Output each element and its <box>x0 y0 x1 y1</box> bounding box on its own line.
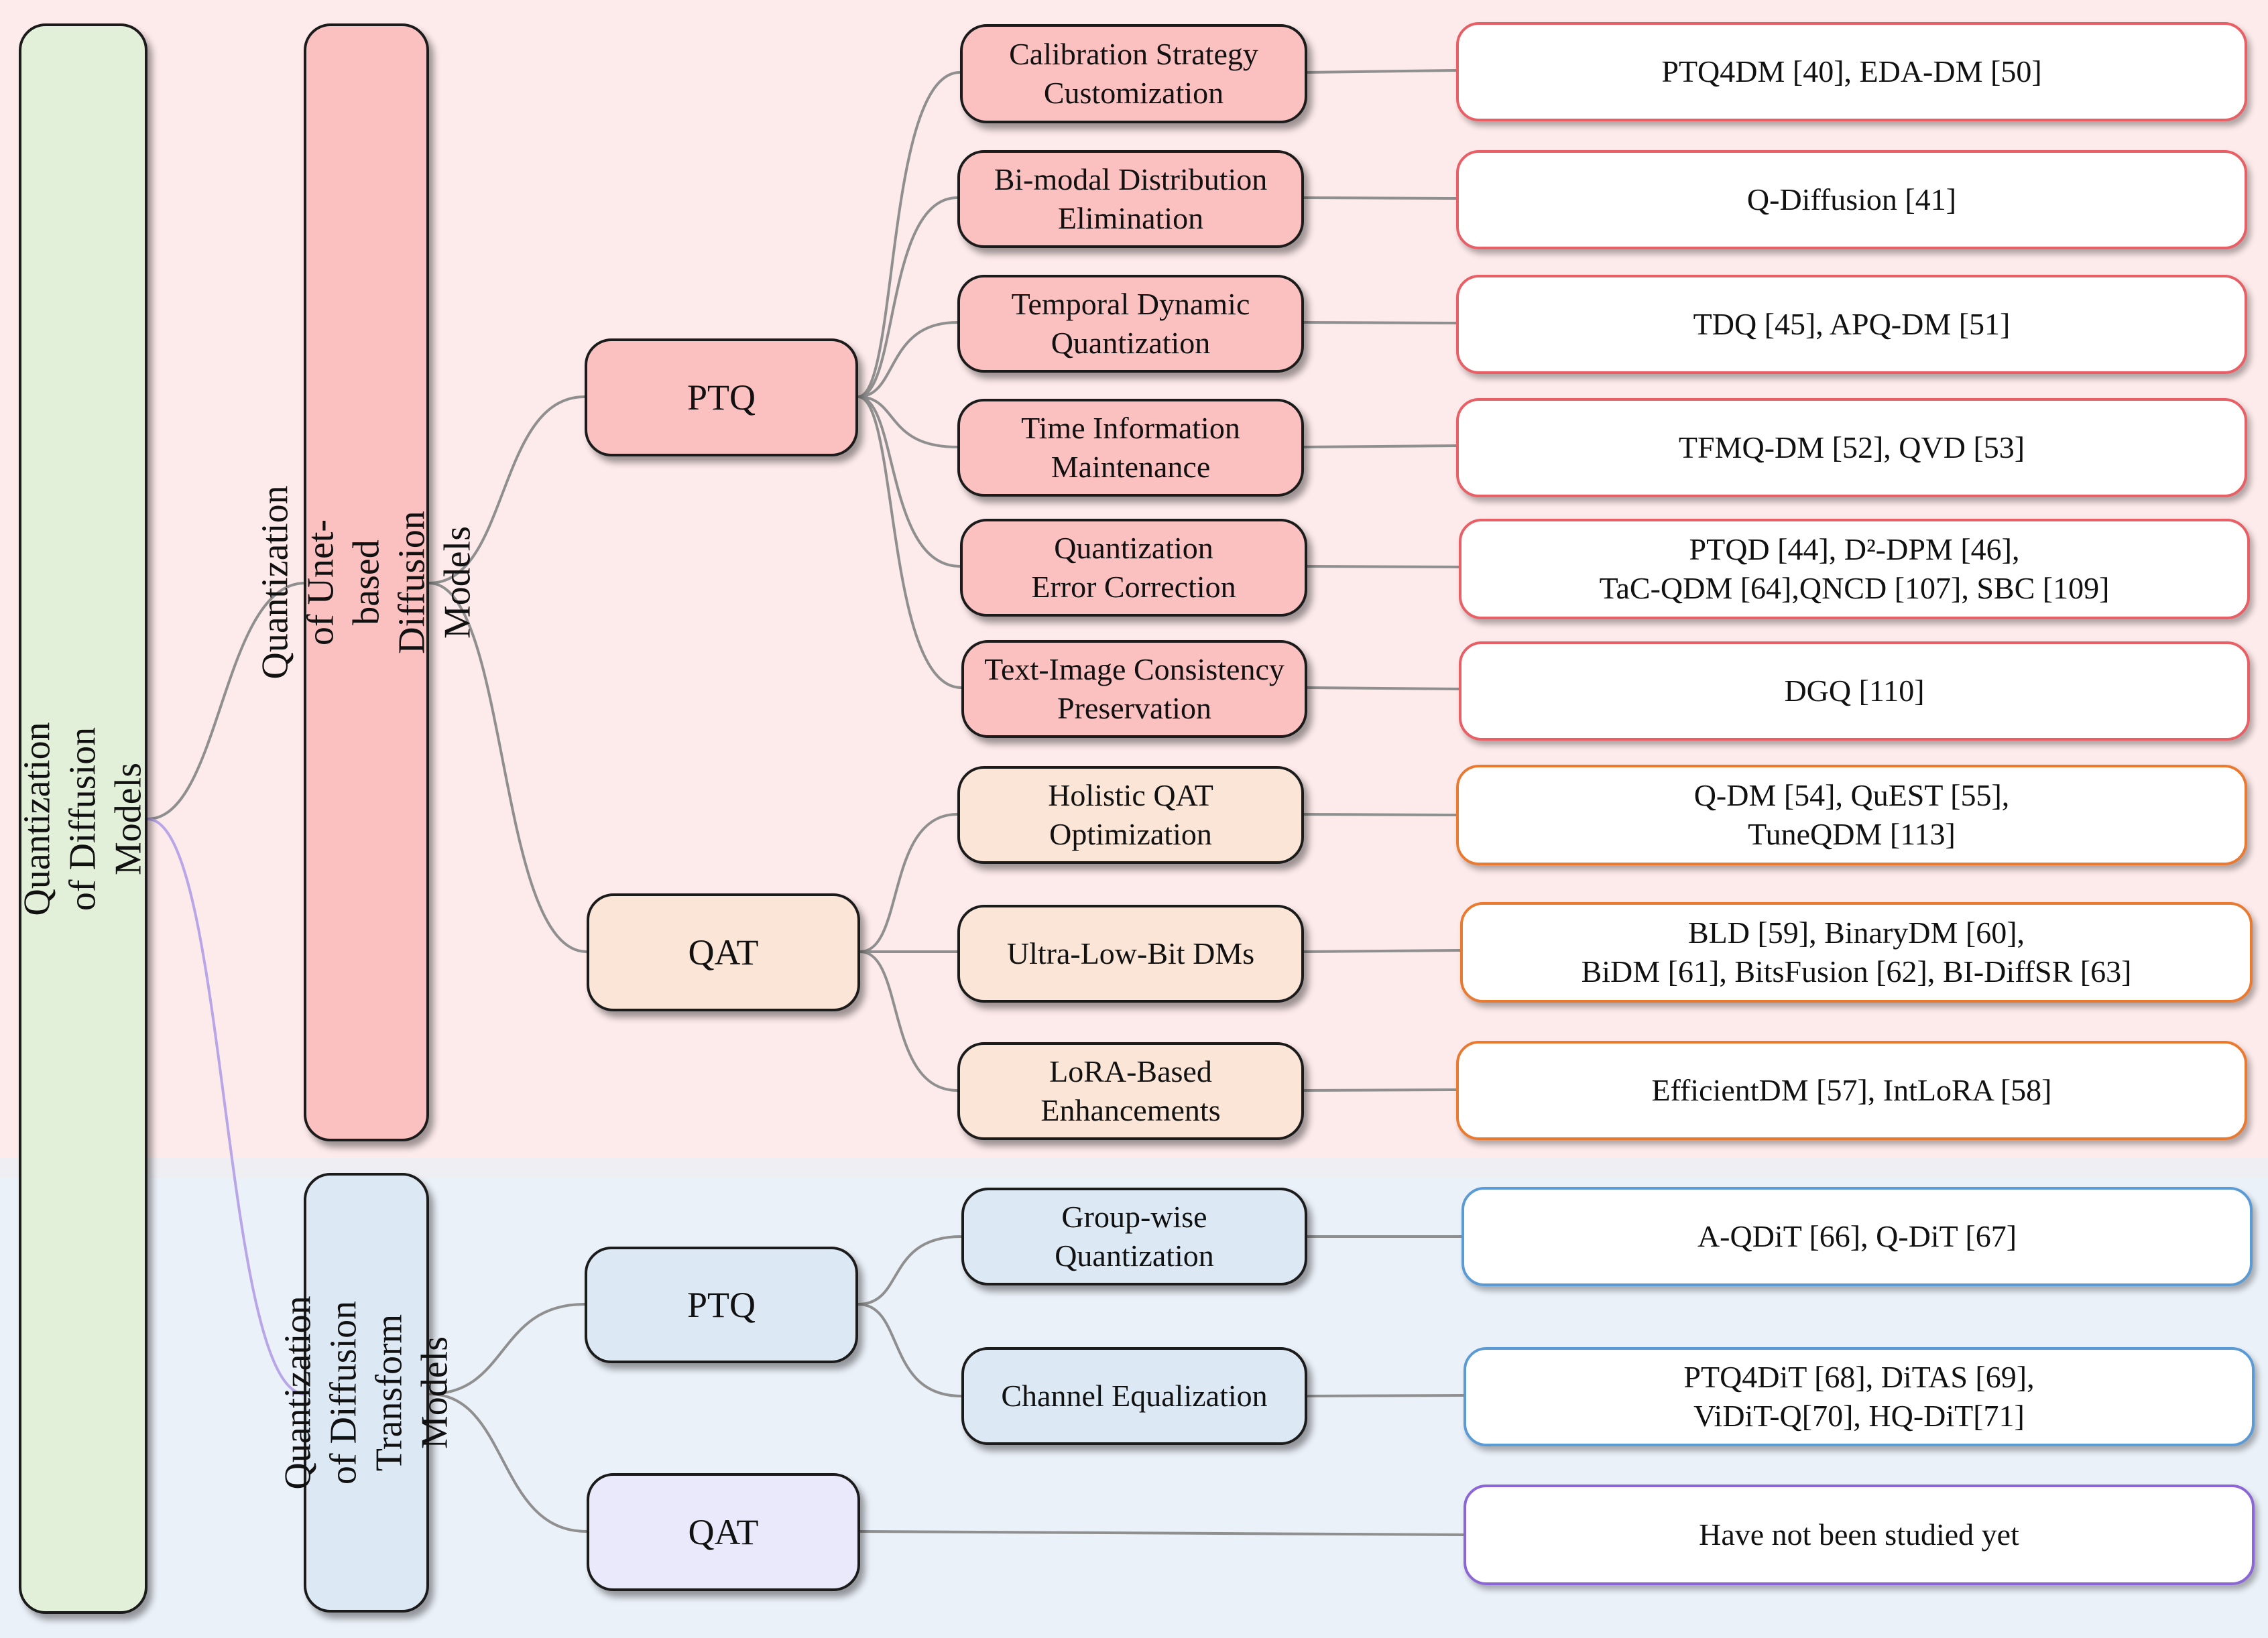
unet-category-node: Quantization of Unet-based Diffusion Mod… <box>255 23 479 1141</box>
method-node: Text-Image Consistency Preservation <box>961 640 1307 738</box>
refs-leaf: TDQ [45], APQ-DM [51] <box>1456 275 2247 374</box>
refs-text: PTQ4DM [40], EDA-DM [50] <box>1661 54 2042 88</box>
link-root-unet <box>147 582 306 820</box>
refs-leaf: PTQ4DM [40], EDA-DM [50] <box>1456 22 2247 121</box>
method-label: Holistic QAT Optimization <box>1048 778 1213 851</box>
refs-leaf: Have not been studied yet <box>1464 1485 2255 1585</box>
refs-text: TFMQ-DM [52], QVD [53] <box>1678 430 2025 464</box>
refs-leaf: TFMQ-DM [52], QVD [53] <box>1456 398 2247 497</box>
method-label: Quantization Error Correction <box>1031 531 1236 604</box>
refs-leaf: DGQ [110] <box>1459 641 2250 741</box>
method-label: Bi-modal Distribution Elimination <box>994 162 1268 235</box>
link-ptq-m6 <box>857 395 962 689</box>
refs-text: Q-DM [54], QuEST [55], TuneQDM [113] <box>1693 778 2010 851</box>
method-label: Text-Image Consistency Preservation <box>984 652 1285 725</box>
method-label: Temporal Dynamic Quantization <box>1011 287 1250 360</box>
dit-ptq-node: PTQ <box>585 1247 858 1363</box>
link-ptq-m5 <box>857 395 961 568</box>
refs-text: PTQ4DiT [68], DiTAS [69], ViDiT-Q[70], H… <box>1683 1360 2035 1433</box>
method-node: Group-wise Quantization <box>961 1188 1307 1285</box>
method-label: Group-wise Quantization <box>1055 1200 1214 1273</box>
dit-qat-label: QAT <box>688 1512 759 1552</box>
link-dit-qat <box>428 1393 587 1533</box>
refs-text: TDQ [45], APQ-DM [51] <box>1693 307 2011 341</box>
method-node: Temporal Dynamic Quantization <box>957 275 1304 373</box>
method-node: Calibration Strategy Customization <box>960 24 1307 123</box>
refs-text: EfficientDM [57], IntLoRA [58] <box>1651 1073 2052 1107</box>
method-label: Ultra-Low-Bit DMs <box>1006 936 1255 970</box>
link-dit-ptq <box>428 1303 585 1395</box>
method-node: LoRA-Based Enhancements <box>957 1042 1304 1140</box>
method-label: Calibration Strategy Customization <box>1009 37 1258 110</box>
refs-leaf: A-QDiT [66], Q-DiT [67] <box>1461 1187 2253 1286</box>
dit-category-label: Quantization of Diffusion Transform Mode… <box>277 1296 456 1490</box>
link-qat-m3 <box>859 950 958 1092</box>
root-node: Quantization of Diffusion Models <box>17 23 150 1614</box>
refs-leaf: BLD [59], BinaryDM [60], BiDM [61], Bits… <box>1460 902 2253 1003</box>
link-ptq-m1 <box>857 71 961 398</box>
dit-ptq-label: PTQ <box>687 1285 756 1325</box>
unet-ptq-node: PTQ <box>585 338 858 456</box>
method-node: Quantization Error Correction <box>960 519 1307 617</box>
method-node: Bi-modal Distribution Elimination <box>957 150 1304 248</box>
dit-qat-node: QAT <box>587 1473 860 1591</box>
unet-qat-node: QAT <box>587 893 860 1011</box>
link-qat-m1 <box>859 813 958 953</box>
link-ptq-m4 <box>857 395 958 448</box>
refs-text: Q-Diffusion [41] <box>1746 182 1957 216</box>
link-root-dit <box>147 818 306 1395</box>
link-ptq-m3 <box>857 321 958 398</box>
refs-leaf: PTQ4DiT [68], DiTAS [69], ViDiT-Q[70], H… <box>1464 1347 2255 1446</box>
method-node: Channel Equalization <box>961 1347 1307 1445</box>
dit-category-node: Quantization of Diffusion Transform Mode… <box>278 1173 456 1613</box>
refs-text: Have not been studied yet <box>1699 1517 2019 1552</box>
refs-text: BLD [59], BinaryDM [60], BiDM [61], Bits… <box>1581 916 2132 989</box>
method-node: Time Information Maintenance <box>957 399 1304 497</box>
method-node: Holistic QAT Optimization <box>957 766 1304 864</box>
method-label: Time Information Maintenance <box>1021 411 1240 484</box>
link-unet-ptq <box>428 395 585 584</box>
unet-category-label: Quantization of Unet-based Diffusion Mod… <box>254 485 479 680</box>
refs-leaf: Q-Diffusion [41] <box>1456 150 2247 249</box>
link-ptq-m2 <box>857 196 958 398</box>
unet-qat-label: QAT <box>688 932 759 972</box>
refs-leaf: Q-DM [54], QuEST [55], TuneQDM [113] <box>1456 765 2247 865</box>
method-label: LoRA-Based Enhancements <box>1040 1054 1221 1127</box>
method-node: Ultra-Low-Bit DMs <box>957 905 1304 1003</box>
refs-text: DGQ [110] <box>1784 674 1925 708</box>
method-label: Channel Equalization <box>1001 1379 1268 1413</box>
refs-text: PTQD [44], D²-DPM [46], TaC-QDM [64],QNC… <box>1599 532 2110 605</box>
unet-ptq-label: PTQ <box>687 377 756 418</box>
refs-leaf: EfficientDM [57], IntLoRA [58] <box>1456 1041 2247 1140</box>
root-label: Quantization of Diffusion Models <box>17 721 150 916</box>
refs-leaf: PTQD [44], D²-DPM [46], TaC-QDM [64],QNC… <box>1459 519 2250 619</box>
refs-text: A-QDiT [66], Q-DiT [67] <box>1697 1219 2017 1253</box>
link-unet-qat <box>428 582 587 953</box>
